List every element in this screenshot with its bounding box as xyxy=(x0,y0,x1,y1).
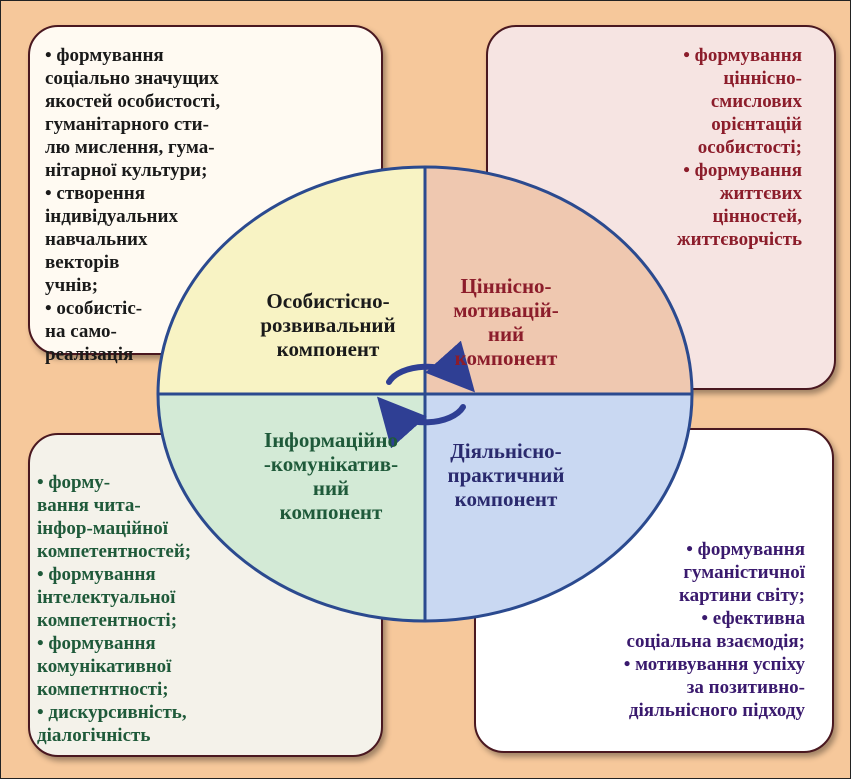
card-top-left-text: • формування соціально значущих якостей … xyxy=(45,45,221,365)
quadrant-label-top-left: Особистісно- розвивальний компонент xyxy=(260,289,396,361)
quadrant-label-bottom-left: Інформаційно -комунікатив- ний компонент xyxy=(263,428,399,524)
quadrant-label-bottom-right: Діяльнісно- практичний компонент xyxy=(447,439,565,511)
card-bottom-right-text: • формування гуманістичної картини світу… xyxy=(623,539,805,721)
cycle-arrows-icon xyxy=(376,340,476,449)
card-bottom-left-text: • форму- вання чита- інфор-маційної комп… xyxy=(37,472,192,746)
ellipse-outline xyxy=(156,165,694,623)
quadrant-label-top-right: Ціннісно- мотивацій- ний компонент xyxy=(453,274,559,370)
card-top-right-text: • формування ціннісно- смислових орієнта… xyxy=(676,45,802,250)
